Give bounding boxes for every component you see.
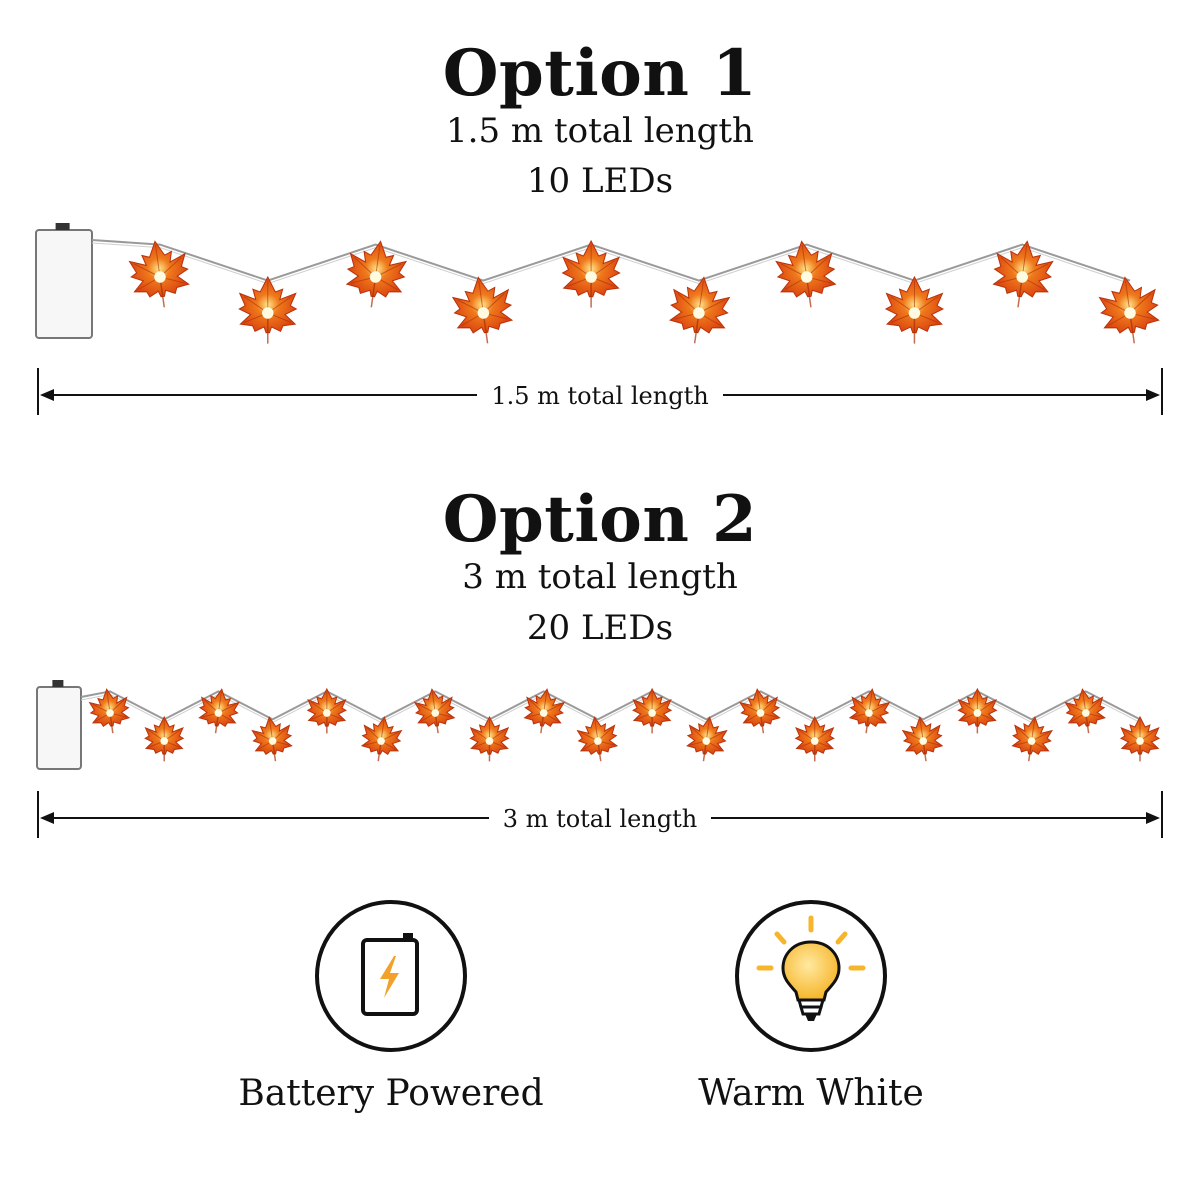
maple-leaf-led: [523, 688, 566, 734]
maple-leaf-led: [632, 687, 673, 734]
maple-leaf-led: [561, 239, 621, 308]
feature-battery-powered: Battery Powered: [211, 900, 571, 1112]
option-2-title: Option 2: [442, 482, 758, 557]
option-1-title: Option 1: [442, 36, 758, 111]
led-bulb: [919, 737, 927, 745]
led-bulb: [1136, 737, 1144, 745]
maple-leaf-led: [238, 275, 298, 344]
option-2-dimension-label: 3 m total length: [0, 805, 1200, 833]
maple-leaf-led: [360, 716, 403, 762]
led-bulb: [323, 709, 331, 717]
led-bulb: [485, 737, 494, 745]
led-bulb: [369, 271, 382, 283]
feature-label-warm-white: Warm White: [698, 1073, 924, 1114]
maple-leaf-led: [1011, 716, 1053, 762]
battery-icon-circle: [315, 900, 467, 1052]
led-bulb: [594, 737, 602, 745]
battery-box-switch: [52, 680, 64, 687]
led-bulb: [908, 307, 921, 319]
led-bulb: [214, 709, 223, 717]
maple-leaf-led: [739, 688, 781, 734]
led-bulb: [1027, 737, 1036, 745]
led-bulb: [693, 307, 705, 319]
led-bulb: [702, 737, 711, 745]
maple-leaf-led: [794, 715, 835, 762]
led-bulb: [1081, 709, 1090, 717]
led-bulb: [539, 709, 548, 717]
maple-leaf-led: [848, 688, 891, 734]
led-bulb: [268, 737, 277, 745]
maple-leaf-led: [775, 240, 837, 308]
led-bulb: [477, 307, 490, 319]
led-bulb: [756, 709, 765, 717]
maple-leaf-led: [469, 715, 510, 762]
led-bulb: [262, 307, 274, 319]
feature-label-battery-powered: Battery Powered: [238, 1073, 544, 1114]
light-bulb-icon-circle: [735, 900, 887, 1052]
battery-box: [36, 686, 82, 770]
maple-leaf-led: [451, 276, 514, 344]
option-2-garland: [0, 675, 1200, 790]
light-bulb-icon: [756, 915, 866, 1021]
maple-leaf-led: [88, 688, 131, 734]
led-bulb: [648, 709, 656, 717]
led-bulb: [973, 709, 982, 717]
led-bulb: [810, 737, 819, 745]
battery-box-switch: [55, 223, 70, 230]
led-bulb: [1016, 271, 1028, 283]
led-bulb: [377, 737, 385, 745]
option-1-length-text: 1.5 m total length: [446, 111, 754, 151]
option-1-dimension-label: 1.5 m total length: [0, 382, 1200, 410]
battery-icon: [361, 933, 419, 1016]
led-bulb: [160, 737, 169, 745]
led-bulb: [154, 271, 166, 283]
led-bulb: [1124, 307, 1136, 319]
option-2-length-text: 3 m total length: [462, 557, 738, 597]
option-1-led-count-text: 10 LEDs: [526, 161, 674, 201]
led-bulb: [800, 271, 813, 283]
led-bulb: [431, 709, 440, 717]
maple-leaf-led: [992, 240, 1054, 308]
maple-leaf-led: [957, 687, 998, 734]
option-1-dimension-label-text: 1.5 m total length: [477, 382, 723, 410]
maple-leaf-led: [413, 688, 456, 734]
maple-leaf-led: [198, 688, 240, 734]
maple-leaf-led: [128, 240, 190, 308]
maple-leaf-led: [901, 716, 944, 762]
battery-box: [35, 229, 93, 339]
maple-leaf-led: [1064, 688, 1106, 734]
maple-leaf-led: [345, 240, 408, 308]
maple-leaf-led: [1119, 715, 1161, 762]
maple-leaf-led: [306, 687, 347, 734]
led-bulb: [106, 709, 114, 717]
option-2-dimension-label-text: 3 m total length: [488, 805, 712, 833]
option-1-garland: [0, 215, 1200, 375]
maple-leaf-led: [884, 275, 945, 344]
maple-leaf-led: [669, 276, 731, 344]
option-2-led-count-text: 20 LEDs: [526, 608, 674, 648]
feature-warm-white: Warm White: [631, 900, 991, 1112]
maple-leaf-led: [1098, 276, 1160, 344]
led-bulb: [585, 271, 597, 283]
maple-leaf-led: [576, 716, 619, 762]
maple-leaf-led: [686, 716, 728, 762]
maple-leaf-led: [144, 715, 185, 762]
led-bulb: [865, 709, 873, 717]
maple-leaf-led: [251, 716, 293, 762]
